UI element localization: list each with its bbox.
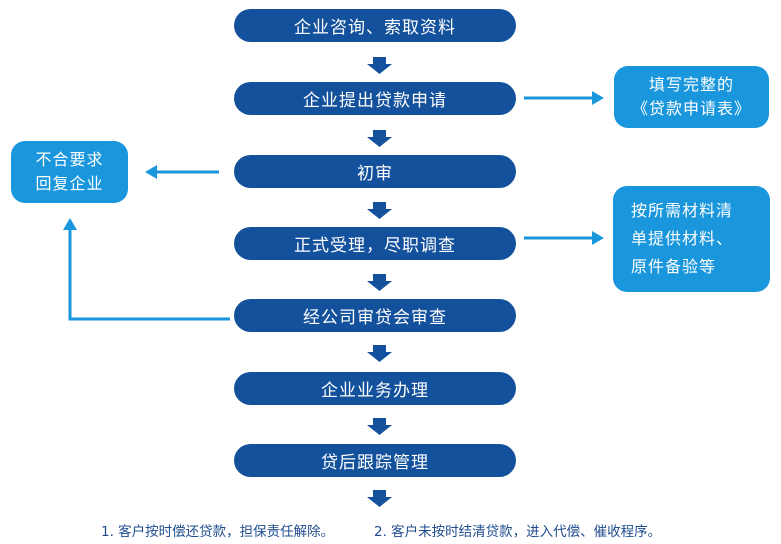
step-post-loan-tracking: 贷后跟踪管理 <box>234 444 516 477</box>
footer-note-2: 2. 客户未按时结清贷款，进入代偿、催收程序。 <box>374 524 662 540</box>
step-consult: 企业咨询、索取资料 <box>234 9 516 42</box>
note-rejection-line1: 不合要求 <box>35 150 104 169</box>
footer-note-1: 1. 客户按时偿还贷款，担保责任解除。 <box>101 524 335 540</box>
down-arrow-4 <box>367 274 392 291</box>
note-rejection: 不合要求 回复企业 <box>11 141 128 203</box>
down-arrow-1 <box>367 57 392 74</box>
down-arrow-3 <box>367 202 392 219</box>
step-due-diligence: 正式受理，尽职调查 <box>234 227 516 260</box>
note-application-form-line2: 《贷款申请表》 <box>631 99 751 118</box>
note-application-form-line1: 填写完整的 <box>648 75 734 94</box>
down-arrow-6 <box>367 418 392 435</box>
note-materials-line3: 原件备验等 <box>631 257 717 276</box>
note-materials-line2: 单提供材料、 <box>631 229 734 248</box>
step-apply: 企业提出贷款申请 <box>234 82 516 115</box>
down-arrow-5 <box>367 345 392 362</box>
step-initial-review: 初审 <box>234 155 516 188</box>
down-arrow-2 <box>367 130 392 147</box>
note-application-form: 填写完整的 《贷款申请表》 <box>614 66 769 128</box>
note-materials: 按所需材料清 单提供材料、 原件备验等 <box>613 186 770 292</box>
note-materials-line1: 按所需材料清 <box>631 201 734 220</box>
down-arrows <box>367 57 392 507</box>
down-arrow-7 <box>367 490 392 507</box>
note-rejection-line2: 回复企业 <box>35 174 104 193</box>
connector-review-loop <box>68 226 230 321</box>
step-business-handling: 企业业务办理 <box>234 372 516 405</box>
step-committee-review: 经公司审贷会审查 <box>234 299 516 332</box>
